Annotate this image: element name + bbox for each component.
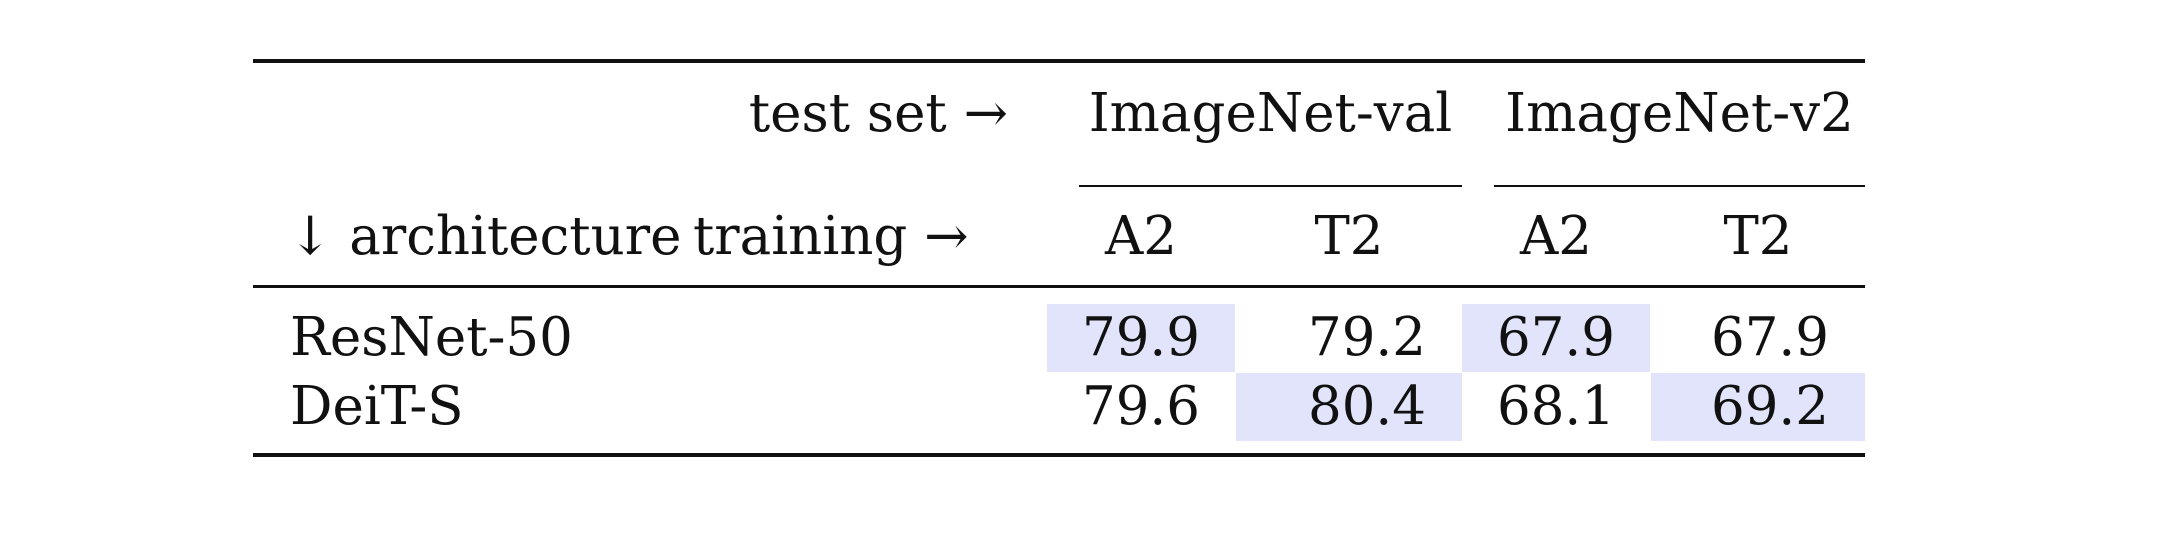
train-col-a2-val: A2 [1105, 206, 1177, 267]
cell-deit-s-t2-v2: 69.2 [1651, 373, 1865, 441]
train-col-t2-val: T2 [1314, 206, 1384, 267]
cell-resnet-50-t2-v2: 67.9 [1710, 307, 1829, 368]
cmidrule-imagenet-v2 [1494, 185, 1865, 187]
train-col-a2-v2: A2 [1520, 206, 1592, 267]
cell-deit-s-a2-v2: 68.1 [1496, 376, 1615, 437]
cell-resnet-50-a2-v2: 67.9 [1462, 304, 1650, 372]
cmidrule-imagenet-val [1079, 185, 1462, 187]
header-rule [253, 285, 1865, 288]
row-name-resnet-50: ResNet-50 [290, 307, 573, 368]
testset-imagenet-v2: ImageNet-v2 [1505, 83, 1854, 144]
bottom-rule [253, 453, 1865, 457]
architecture-label: ↓ architecture [288, 206, 682, 267]
train-col-t2-v2: T2 [1723, 206, 1793, 267]
cell-resnet-50-a2-val: 79.9 [1047, 304, 1235, 372]
training-label: training → [693, 206, 969, 267]
testset-imagenet-val: ImageNet-val [1088, 83, 1453, 144]
cell-deit-s-a2-val: 79.6 [1081, 376, 1200, 437]
test-set-label: test set → [748, 83, 1008, 144]
cell-resnet-50-t2-val: 79.2 [1307, 307, 1426, 368]
top-rule [253, 59, 1865, 63]
cell-deit-s-t2-val: 80.4 [1236, 373, 1462, 441]
row-name-deit-s: DeiT-S [290, 376, 464, 437]
